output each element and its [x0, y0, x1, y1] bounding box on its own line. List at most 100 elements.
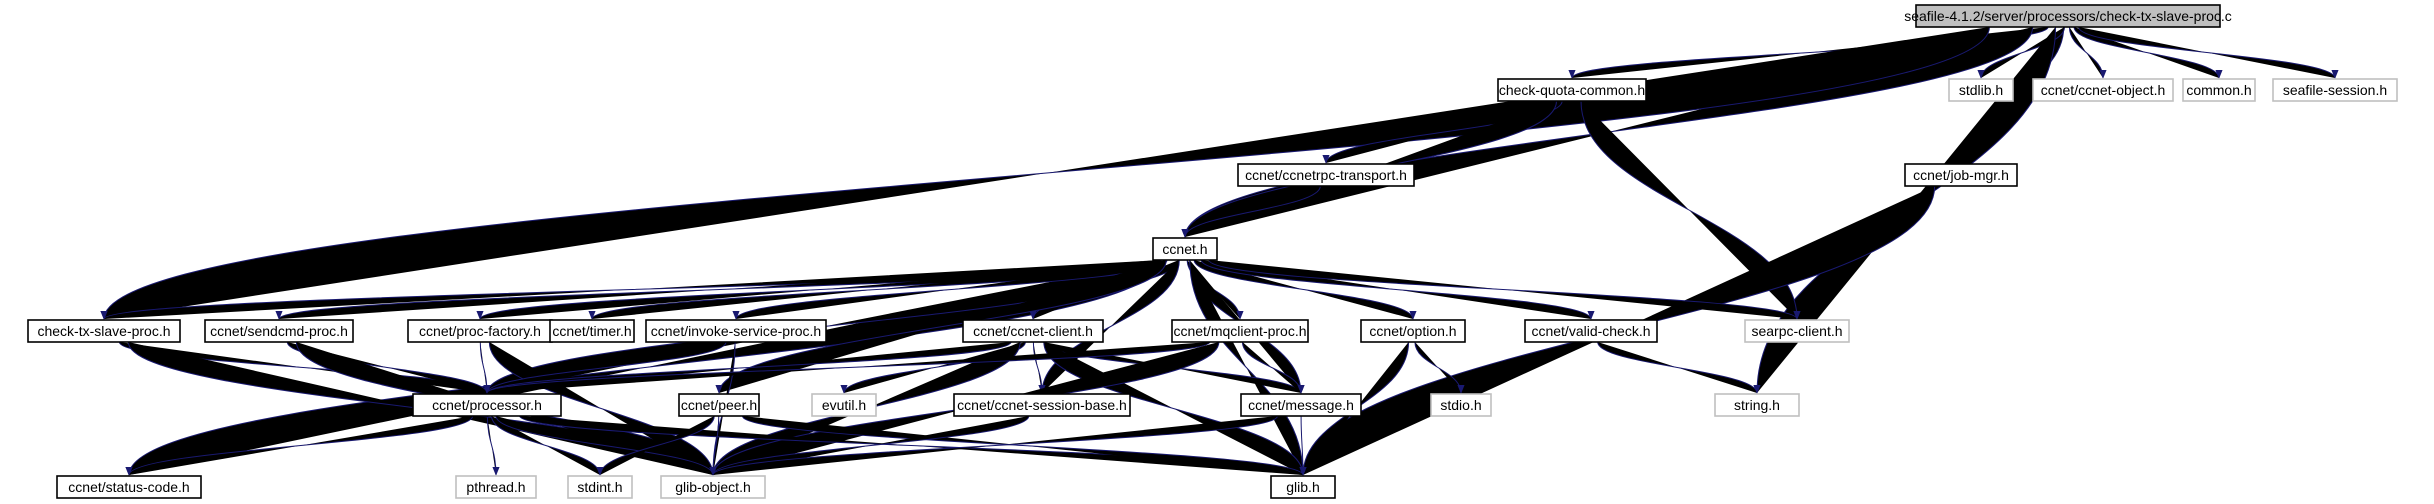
node-label-stdio: stdio.h — [1440, 397, 1481, 413]
node-label-common: common.h — [2186, 82, 2251, 98]
node-label-stdlib: stdlib.h — [1959, 82, 2003, 98]
node-label-ccnet: ccnet.h — [1162, 241, 1207, 257]
edge-peer-to-glib — [741, 415, 1307, 476]
file-nodes: seafile-4.1.2/server/processors/check-tx… — [27, 4, 2398, 499]
node-box-sessbase — [953, 393, 1131, 417]
node-box-stdlib — [1948, 78, 2014, 102]
edge-ccnet-to-peer — [715, 259, 1167, 394]
node-status[interactable]: ccnet/status-code.h — [56, 475, 202, 499]
edge-sendcmd-to-proc — [286, 341, 491, 394]
node-sessbase[interactable]: ccnet/ccnet-session-base.h — [953, 393, 1131, 417]
edge-ccnet-to-valid — [1200, 259, 1595, 320]
node-label-peer: ccnet/peer.h — [681, 397, 757, 413]
edge-invoke-to-proc — [483, 341, 727, 394]
node-client[interactable]: ccnet/ccnet-client.h — [962, 319, 1104, 343]
node-gobject: glib-object.h — [660, 475, 766, 499]
edge-pfact-to-proc — [479, 341, 491, 394]
node-box-msg — [1240, 393, 1362, 417]
node-peer[interactable]: ccnet/peer.h — [678, 393, 760, 417]
node-box-sfsess — [2272, 78, 2398, 102]
edge-valid-to-string — [1597, 341, 1761, 394]
node-common: common.h — [2182, 78, 2256, 102]
node-jobmgr[interactable]: ccnet/job-mgr.h — [1904, 163, 2018, 187]
node-timer[interactable]: ccnet/timer.h — [549, 319, 635, 343]
node-label-gobject: glib-object.h — [675, 479, 751, 495]
edge-ccnet-to-searpc — [1208, 259, 1801, 320]
edge-rpct-to-ccnet — [1181, 185, 1321, 238]
node-label-ccobj: ccnet/ccnet-object.h — [2041, 82, 2166, 98]
edge-peer-to-stdint — [596, 415, 715, 476]
node-label-client: ccnet/ccnet-client.h — [973, 323, 1093, 339]
node-mqc[interactable]: ccnet/mqclient-proc.h — [1171, 319, 1309, 343]
node-box-option — [1360, 319, 1466, 343]
node-box-ccobj — [2032, 78, 2174, 102]
node-label-timer: ccnet/timer.h — [552, 323, 631, 339]
node-option[interactable]: ccnet/option.h — [1360, 319, 1466, 343]
node-glib[interactable]: glib.h — [1270, 475, 1336, 499]
node-box-gobject — [660, 475, 766, 499]
node-stdlib: stdlib.h — [1948, 78, 2014, 102]
node-box-sendcmd — [204, 319, 354, 343]
node-rpct[interactable]: ccnet/ccnetrpc-transport.h — [1237, 163, 1415, 187]
edge-ccnet-to-glib — [1189, 259, 1307, 476]
node-box-ccnet — [1152, 237, 1218, 261]
node-box-glib — [1270, 475, 1336, 499]
node-label-valid: ccnet/valid-check.h — [1531, 323, 1650, 339]
node-label-evutil: evutil.h — [822, 397, 866, 413]
node-cqc[interactable]: check-quota-common.h — [1497, 78, 1647, 102]
node-label-pthread: pthread.h — [466, 479, 525, 495]
node-label-glib: glib.h — [1286, 479, 1319, 495]
node-label-option: ccnet/option.h — [1369, 323, 1456, 339]
edge-client-to-sessbase — [1032, 341, 1046, 394]
edge-mqc-to-proc — [483, 341, 1211, 394]
node-box-string — [1714, 393, 1800, 417]
edge-root-to-sfsess — [2078, 26, 2339, 79]
edge-root-to-ccobj — [2068, 26, 2107, 79]
node-label-searpc: searpc-client.h — [1751, 323, 1842, 339]
node-stdint: stdint.h — [567, 475, 633, 499]
node-box-client — [962, 319, 1104, 343]
node-sfsess: seafile-session.h — [2272, 78, 2398, 102]
node-box-peer — [678, 393, 760, 417]
node-box-status — [56, 475, 202, 499]
node-label-sfsess: seafile-session.h — [2283, 82, 2387, 98]
node-label-sendcmd: ccnet/sendcmd-proc.h — [210, 323, 348, 339]
node-label-pfact: ccnet/proc-factory.h — [419, 323, 541, 339]
node-box-valid — [1524, 319, 1658, 343]
node-label-proc: ccnet/processor.h — [432, 397, 542, 413]
node-ccnet[interactable]: ccnet.h — [1152, 237, 1218, 261]
node-label-root: seafile-4.1.2/server/processors/check-tx… — [1904, 8, 2232, 24]
edge-proc-to-stdint — [491, 415, 604, 476]
edge-option-to-stdio — [1414, 341, 1465, 394]
edge-msg-to-gobject — [709, 415, 1278, 476]
node-box-mqc — [1171, 319, 1309, 343]
node-valid[interactable]: ccnet/valid-check.h — [1524, 319, 1658, 343]
node-string: string.h — [1714, 393, 1800, 417]
node-sendcmd[interactable]: ccnet/sendcmd-proc.h — [204, 319, 354, 343]
node-label-status: ccnet/status-code.h — [68, 479, 189, 495]
node-box-stdio — [1430, 393, 1492, 417]
node-msg[interactable]: ccnet/message.h — [1240, 393, 1362, 417]
node-box-root — [1915, 4, 2221, 28]
node-label-ctsp: check-tx-slave-proc.h — [37, 323, 170, 339]
node-invoke[interactable]: ccnet/invoke-service-proc.h — [645, 319, 827, 343]
node-pfact[interactable]: ccnet/proc-factory.h — [407, 319, 553, 343]
node-root[interactable]: seafile-4.1.2/server/processors/check-tx… — [1904, 4, 2232, 28]
node-box-jobmgr — [1904, 163, 2018, 187]
node-box-invoke — [645, 319, 827, 343]
node-proc[interactable]: ccnet/processor.h — [412, 393, 562, 417]
node-pthread: pthread.h — [455, 475, 537, 499]
node-label-string: string.h — [1734, 397, 1780, 413]
node-label-invoke: ccnet/invoke-service-proc.h — [651, 323, 821, 339]
node-evutil: evutil.h — [811, 393, 877, 417]
node-box-timer — [549, 319, 635, 343]
edge-msg-to-glib — [1299, 415, 1307, 476]
node-label-mqc: ccnet/mqclient-proc.h — [1173, 323, 1306, 339]
node-box-searpc — [1744, 319, 1850, 343]
node-ctsp[interactable]: check-tx-slave-proc.h — [27, 319, 181, 343]
node-stdio: stdio.h — [1430, 393, 1492, 417]
node-box-common — [2182, 78, 2256, 102]
node-box-stdint — [567, 475, 633, 499]
node-label-cqc: check-quota-common.h — [1499, 82, 1645, 98]
